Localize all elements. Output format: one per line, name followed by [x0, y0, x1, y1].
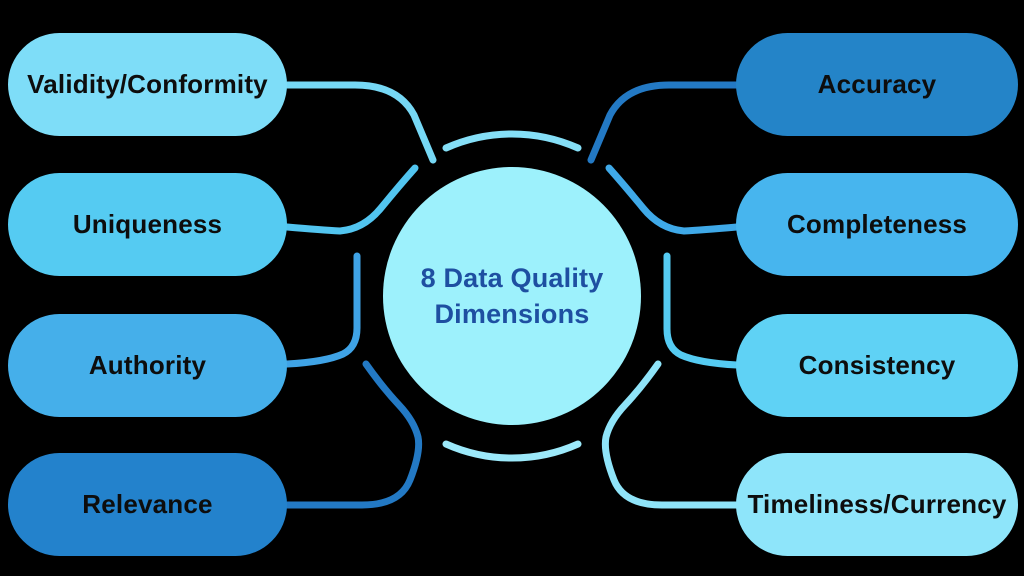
center-title-line1: 8 Data Quality: [420, 263, 604, 293]
pill-uniqueness-label: Uniqueness: [72, 209, 223, 239]
pill-completeness-label: Completeness: [786, 209, 968, 239]
pill-relevance-label: Relevance: [82, 489, 213, 519]
center-title: 8 Data Quality Dimensions: [382, 167, 642, 425]
connector-authority: [283, 252, 361, 368]
pill-relevance: Relevance: [8, 453, 287, 556]
pill-consistency: Consistency: [736, 314, 1018, 417]
pill-completeness: Completeness: [736, 173, 1018, 276]
pill-accuracy: Accuracy: [736, 33, 1018, 136]
pill-uniqueness: Uniqueness: [8, 173, 287, 276]
center-circle: [383, 167, 641, 425]
connector-accuracy: [587, 81, 741, 164]
connector-relevance: [283, 360, 423, 509]
connector-uniqueness: [283, 164, 419, 235]
connector-timeliness-currency: [601, 360, 741, 509]
center-title-line2: Dimensions: [434, 299, 590, 329]
pill-consistency-label: Consistency: [798, 350, 956, 380]
connector-consistency: [663, 252, 741, 369]
pill-authority: Authority: [8, 314, 287, 417]
pill-validity-conformity: Validity/Conformity: [8, 33, 287, 136]
ring-arc-top: [442, 130, 582, 152]
pill-timeliness-currency-label: Timeliness/Currency: [747, 489, 1007, 519]
pill-validity-conformity-label: Validity/Conformity: [27, 69, 268, 99]
pill-accuracy-label: Accuracy: [817, 69, 937, 99]
connector-completeness: [605, 164, 741, 235]
ring-arc-bottom: [442, 440, 582, 462]
connector-validity-conformity: [283, 81, 437, 164]
pill-authority-label: Authority: [88, 350, 207, 380]
pill-timeliness-currency: Timeliness/Currency: [736, 453, 1018, 556]
